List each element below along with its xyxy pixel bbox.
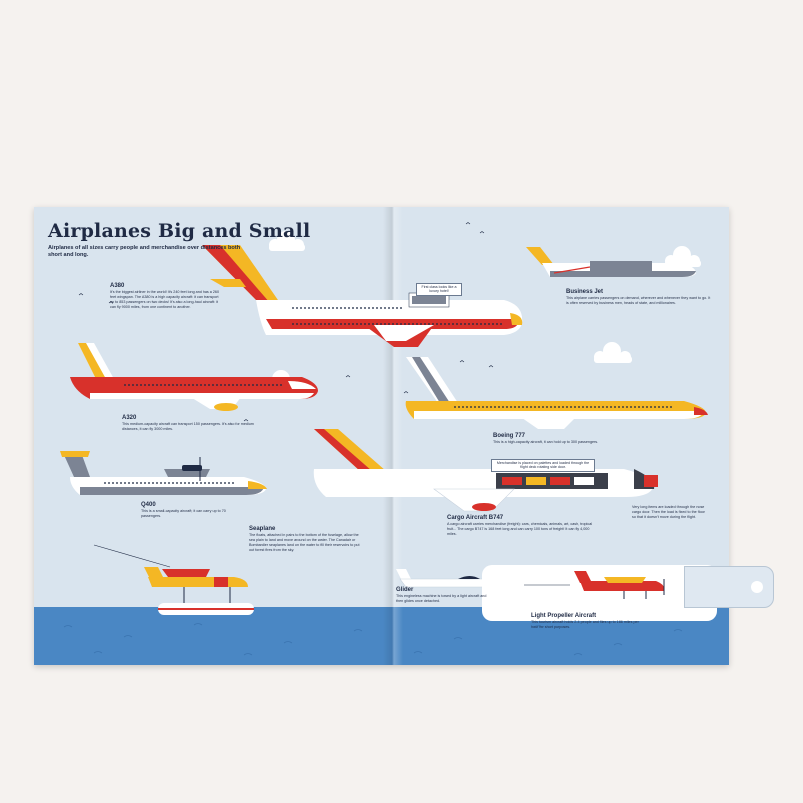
first-class-bubble: First class looks like a luxury hotel! bbox=[416, 283, 462, 296]
cloud bbox=[594, 342, 632, 363]
caption-a320: A320 This medium-capacity aircraft can t… bbox=[122, 415, 262, 432]
caption-text: This is a high-capacity aircraft, it can… bbox=[493, 440, 599, 444]
caption-text: This airplane carries passengers on dema… bbox=[566, 296, 711, 305]
caption-title: Boeing 777 bbox=[493, 433, 526, 439]
caption-text: The floats, attached in pairs to the bot… bbox=[249, 533, 360, 552]
caption-a380: A380 It's the biggest airliner in the wo… bbox=[110, 283, 222, 310]
boeing-777-plane bbox=[405, 357, 708, 429]
caption-business-jet: Business Jet This airplane carries passe… bbox=[566, 289, 712, 306]
caption-title: A320 bbox=[122, 415, 137, 421]
cargo-747-plane bbox=[313, 429, 658, 512]
book-spread: Airplanes Big and Small Airplanes of all… bbox=[34, 207, 729, 665]
a320-plane bbox=[70, 343, 318, 411]
caption-text: This is a small-capacity aircraft; it ca… bbox=[141, 509, 226, 518]
page-subtitle: Airplanes of all sizes carry people and … bbox=[48, 245, 241, 258]
illustration bbox=[60, 222, 717, 656]
caption-glider: Glider This engineless machine is towed … bbox=[396, 587, 488, 604]
caption-text: This engineless machine is towed by a li… bbox=[396, 594, 487, 603]
caption-text: A cargo aircraft carries merchandise (fr… bbox=[447, 522, 593, 536]
pull-tab-hole bbox=[751, 581, 763, 593]
a380-plane bbox=[202, 245, 523, 347]
business-jet-plane bbox=[526, 247, 696, 277]
caption-cargo-door: Very long items are loaded through the n… bbox=[632, 505, 706, 520]
sea-waves bbox=[63, 623, 683, 656]
seaplane bbox=[93, 544, 254, 615]
page-title: Airplanes Big and Small bbox=[48, 220, 311, 242]
caption-light-propeller: Light Propeller Aircraft This tourism ai… bbox=[531, 613, 641, 630]
caption-text: This tourism aircraft holds 2-4 people a… bbox=[531, 620, 639, 629]
caption-title: Q400 bbox=[141, 502, 156, 508]
caption-title: Business Jet bbox=[566, 289, 604, 295]
caption-title: Glider bbox=[396, 587, 414, 593]
caption-title: Cargo Aircraft B747 bbox=[447, 515, 504, 521]
pull-tab[interactable] bbox=[684, 566, 774, 608]
cargo-loading-bubble: Merchandise is placed on palettes and lo… bbox=[491, 459, 595, 472]
caption-title: Seaplane bbox=[249, 526, 276, 532]
caption-boeing-777: Boeing 777 This is a high-capacity aircr… bbox=[493, 433, 633, 445]
caption-cargo-747: Cargo Aircraft B747 A cargo aircraft car… bbox=[447, 515, 599, 537]
glider-plane bbox=[396, 569, 491, 588]
caption-title: Light Propeller Aircraft bbox=[531, 613, 597, 619]
cloud bbox=[269, 231, 305, 251]
caption-text: This medium-capacity aircraft can transp… bbox=[122, 422, 254, 431]
caption-text: Very long items are loaded through the n… bbox=[632, 505, 705, 519]
caption-text: It's the biggest airliner in the world! … bbox=[110, 290, 220, 309]
caption-seaplane: Seaplane The floats, attached in pairs t… bbox=[249, 526, 363, 553]
caption-q400: Q400 This is a small-capacity aircraft; … bbox=[141, 502, 231, 519]
light-propeller-plane bbox=[482, 565, 717, 621]
q400-plane bbox=[60, 451, 267, 495]
caption-title: A380 bbox=[110, 283, 125, 289]
